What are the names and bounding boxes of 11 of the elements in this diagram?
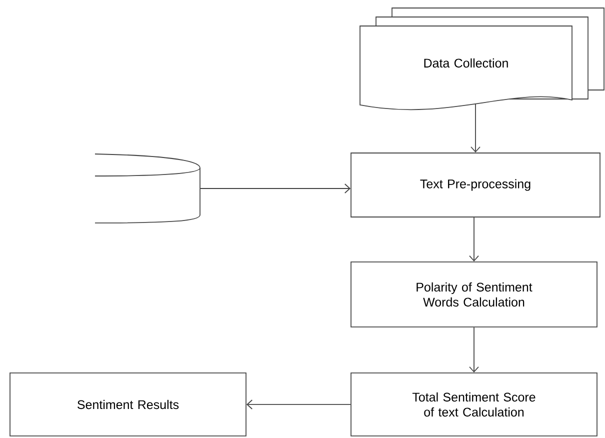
process-box: Text Pre-processing (350, 152, 600, 218)
process-box: Polarity of Sentiment Words Calculation (350, 262, 598, 328)
database-cylinder (94, 154, 200, 224)
arrow (469, 217, 479, 262)
arrow (200, 184, 351, 194)
arrow (469, 326, 479, 373)
process-box: Sentiment Results (10, 372, 246, 436)
process-box: Total Sentiment Score of text Calculation (350, 372, 598, 436)
arrow (246, 400, 351, 410)
document-stack: Data Collection (360, 8, 604, 110)
arrow (470, 103, 480, 153)
